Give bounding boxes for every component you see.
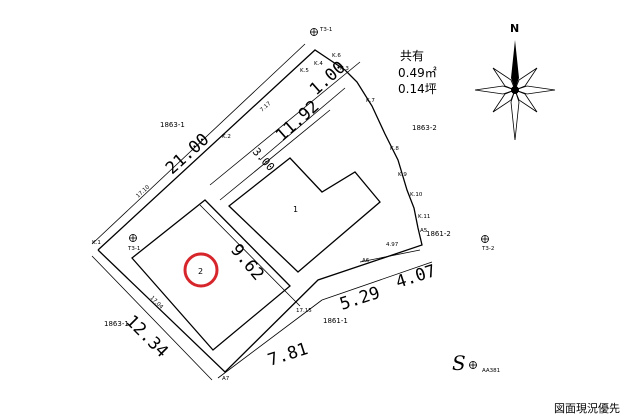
road-divider — [209, 61, 361, 186]
lot-1-label: 1 — [293, 205, 298, 214]
road-arrow-line — [359, 249, 421, 263]
shared-label: 共有 — [400, 49, 424, 63]
dim-1-00: 1.00 — [306, 57, 350, 99]
point-k8: K.8 — [390, 146, 399, 152]
road-divider-2 — [219, 109, 331, 201]
dim-line-left — [91, 255, 213, 381]
small-dim-4-97: 4.97 — [386, 242, 399, 248]
small-dim-17-10: 17.10 — [135, 184, 151, 199]
marker-aa-label: AA381 — [482, 368, 500, 374]
lot-1-building — [228, 157, 381, 273]
inner-dim-line — [199, 204, 301, 307]
parcel-1863-1-top: 1863-1 — [160, 121, 185, 129]
dim-9-62: 9.62 — [226, 240, 268, 284]
shared-area-tsubo: 0.14坪 — [398, 82, 437, 96]
dim-21-00: 21.00 — [162, 130, 213, 179]
small-dim-17-15: 17.15 — [296, 308, 312, 314]
parcel-1861-1: 1861-1 — [323, 317, 348, 325]
point-k9: K.9 — [398, 172, 407, 178]
dim-11-92: 11.92 — [272, 97, 323, 146]
marker-left-symbol — [129, 234, 137, 242]
marker-t3-2-symbol — [481, 235, 489, 243]
marker-t3-1-label: T3-1 — [319, 27, 332, 33]
parcel-1861-2: 1861-2 — [426, 230, 451, 238]
point-a6: A6 — [362, 258, 370, 264]
point-k11: K.11 — [418, 214, 430, 220]
lot-2-highlight-circle — [183, 252, 219, 288]
parcel-1863-1-left: 1863-1 — [104, 320, 129, 328]
north-compass — [474, 40, 556, 141]
dim-4-07: 4.07 — [393, 261, 438, 293]
point-k3: K.3 — [340, 66, 349, 72]
small-dim-7-17: 7.17 — [259, 100, 272, 113]
point-k10: K.10 — [410, 192, 423, 198]
marker-t3-2-label: T3-2 — [481, 246, 494, 252]
shared-area-m2: 0.49㎡ — [398, 66, 437, 80]
dim-5-29: 5.29 — [337, 283, 382, 315]
parcel-1863-2: 1863-2 — [412, 124, 437, 132]
point-a5: A5 — [420, 228, 428, 234]
point-a7: A7 — [222, 376, 230, 382]
dim-line-bottom — [217, 299, 323, 379]
point-k6: K.6 — [332, 53, 341, 59]
dim-12-34: 12.34 — [121, 311, 171, 361]
point-k2: K.2 — [222, 134, 231, 140]
footer-note: 図面現況優先 — [554, 402, 620, 415]
point-k4: K.4 — [314, 61, 323, 67]
lot-2-label: 2 — [198, 267, 203, 276]
point-k5: K.5 — [300, 68, 309, 74]
setback-line — [259, 87, 346, 161]
s-mark: S — [452, 351, 466, 375]
dim-line-right — [321, 261, 433, 301]
dim-line-top — [91, 43, 306, 245]
dim-7-81: 7.81 — [265, 339, 310, 371]
point-k1: K.1 — [92, 240, 101, 246]
small-dim-17-04: 17.04 — [149, 295, 165, 311]
dim-3-00: 3.00 — [250, 145, 277, 173]
marker-t3-1-symbol — [310, 28, 318, 36]
point-k7: K.7 — [366, 98, 375, 104]
lot-2-outline — [131, 199, 291, 351]
north-label: N — [510, 22, 519, 35]
marker-left-label: T3-1 — [127, 246, 140, 252]
marker-aa-symbol — [469, 361, 477, 369]
site-boundary — [97, 49, 423, 373]
